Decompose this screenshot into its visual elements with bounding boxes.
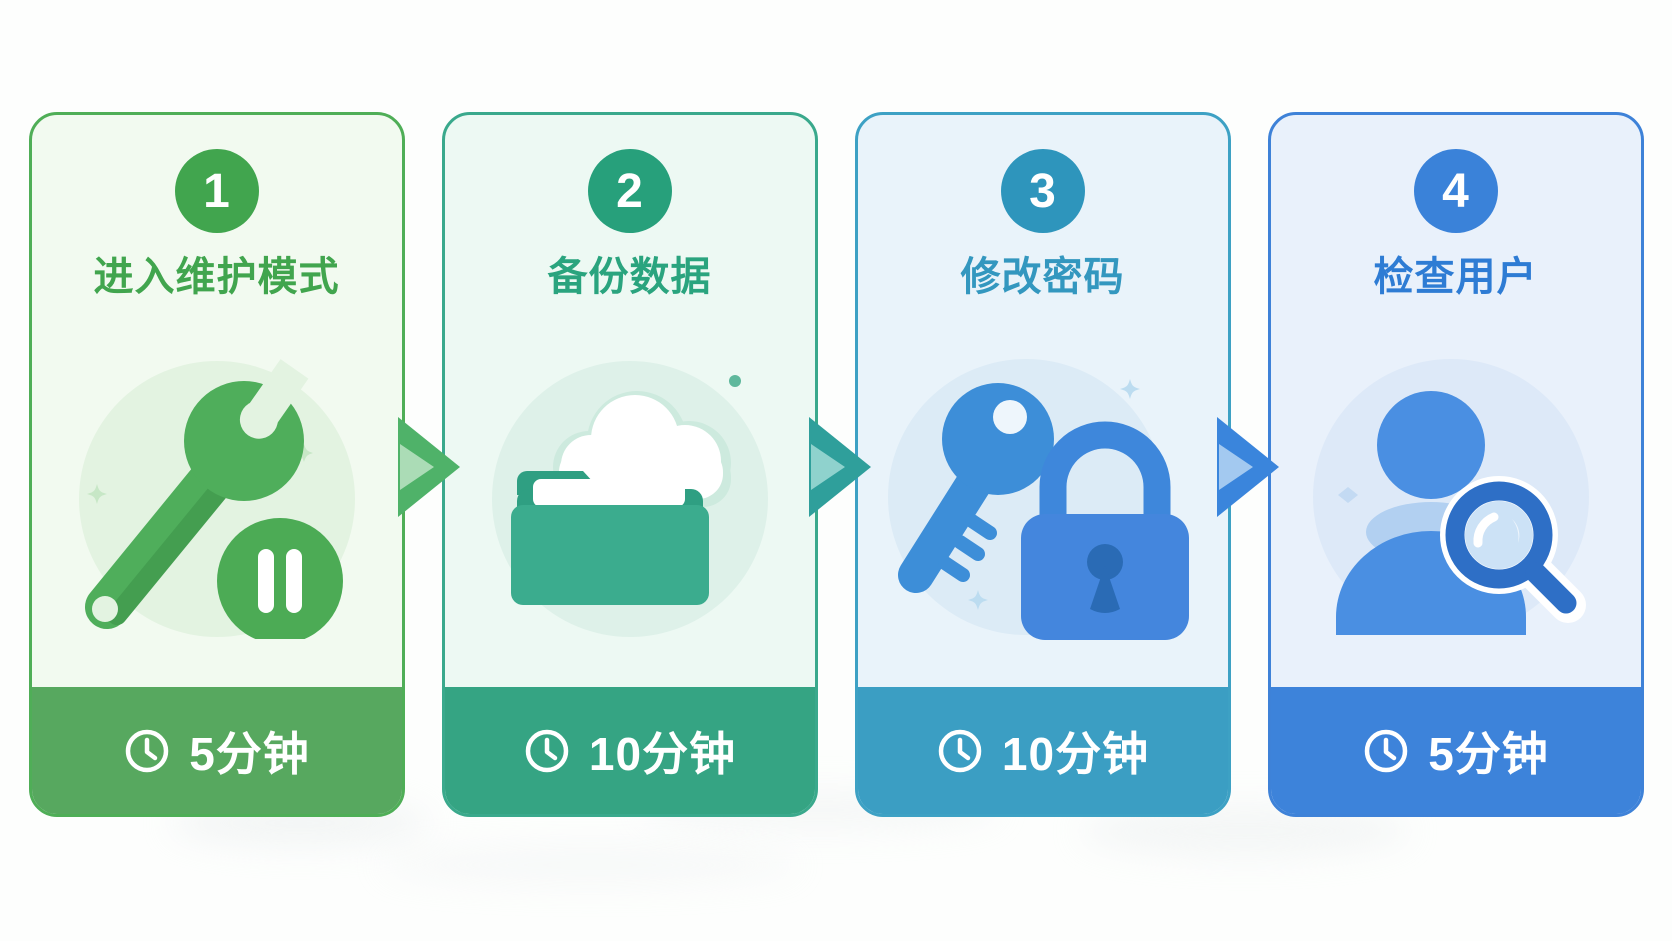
step-card-3: 3 修改密码 bbox=[854, 112, 1231, 817]
step-illustration-area bbox=[32, 301, 402, 687]
step-number-badge: 1 bbox=[174, 149, 259, 233]
step-card-4: 4 检查用户 bbox=[1267, 112, 1644, 817]
step-number-badge: 2 bbox=[587, 149, 672, 233]
clock-icon bbox=[523, 727, 571, 775]
clock-icon bbox=[936, 727, 984, 775]
step-card-2: 2 备份数据 bbox=[441, 112, 818, 817]
clock-icon bbox=[123, 727, 171, 775]
step-title: 检查用户 bbox=[1373, 255, 1538, 299]
background-smudge bbox=[380, 845, 800, 885]
duration-label: 10分钟 bbox=[1001, 727, 1150, 780]
duration-bar: 10分钟 bbox=[444, 687, 815, 814]
duration-bar: 10分钟 bbox=[857, 687, 1228, 814]
step-number: 2 bbox=[616, 164, 643, 218]
duration-bar: 5分钟 bbox=[31, 687, 402, 814]
step-title: 备份数据 bbox=[547, 255, 712, 299]
step-number: 1 bbox=[203, 164, 230, 218]
step-card-1: 1 进入维护模式 bbox=[28, 112, 405, 817]
step-number-badge: 4 bbox=[1413, 149, 1498, 233]
arrow-right-icon bbox=[398, 417, 460, 517]
step-illustration-area bbox=[1271, 301, 1641, 687]
duration-label: 10分钟 bbox=[588, 727, 737, 780]
step-illustration-area bbox=[445, 301, 815, 687]
step-cards-row: 1 进入维护模式 bbox=[0, 112, 1672, 817]
user-search-icon bbox=[1312, 358, 1589, 635]
step-title: 进入维护模式 bbox=[93, 255, 340, 299]
step-illustration-area bbox=[858, 301, 1228, 687]
folder-cloud-icon bbox=[491, 361, 768, 637]
clock-icon bbox=[1362, 727, 1410, 775]
step-title: 修改密码 bbox=[960, 255, 1125, 299]
wrench-pause-icon bbox=[78, 359, 355, 639]
duration-bar: 5分钟 bbox=[1270, 687, 1641, 814]
duration-label: 5分钟 bbox=[189, 727, 310, 780]
step-number: 3 bbox=[1029, 164, 1056, 218]
step-number: 4 bbox=[1442, 164, 1469, 218]
duration-label: 5分钟 bbox=[1428, 727, 1549, 780]
arrow-right-icon bbox=[1217, 417, 1279, 517]
step-number-badge: 3 bbox=[1000, 149, 1085, 233]
key-lock-icon bbox=[887, 358, 1189, 640]
arrow-right-icon bbox=[809, 417, 871, 517]
